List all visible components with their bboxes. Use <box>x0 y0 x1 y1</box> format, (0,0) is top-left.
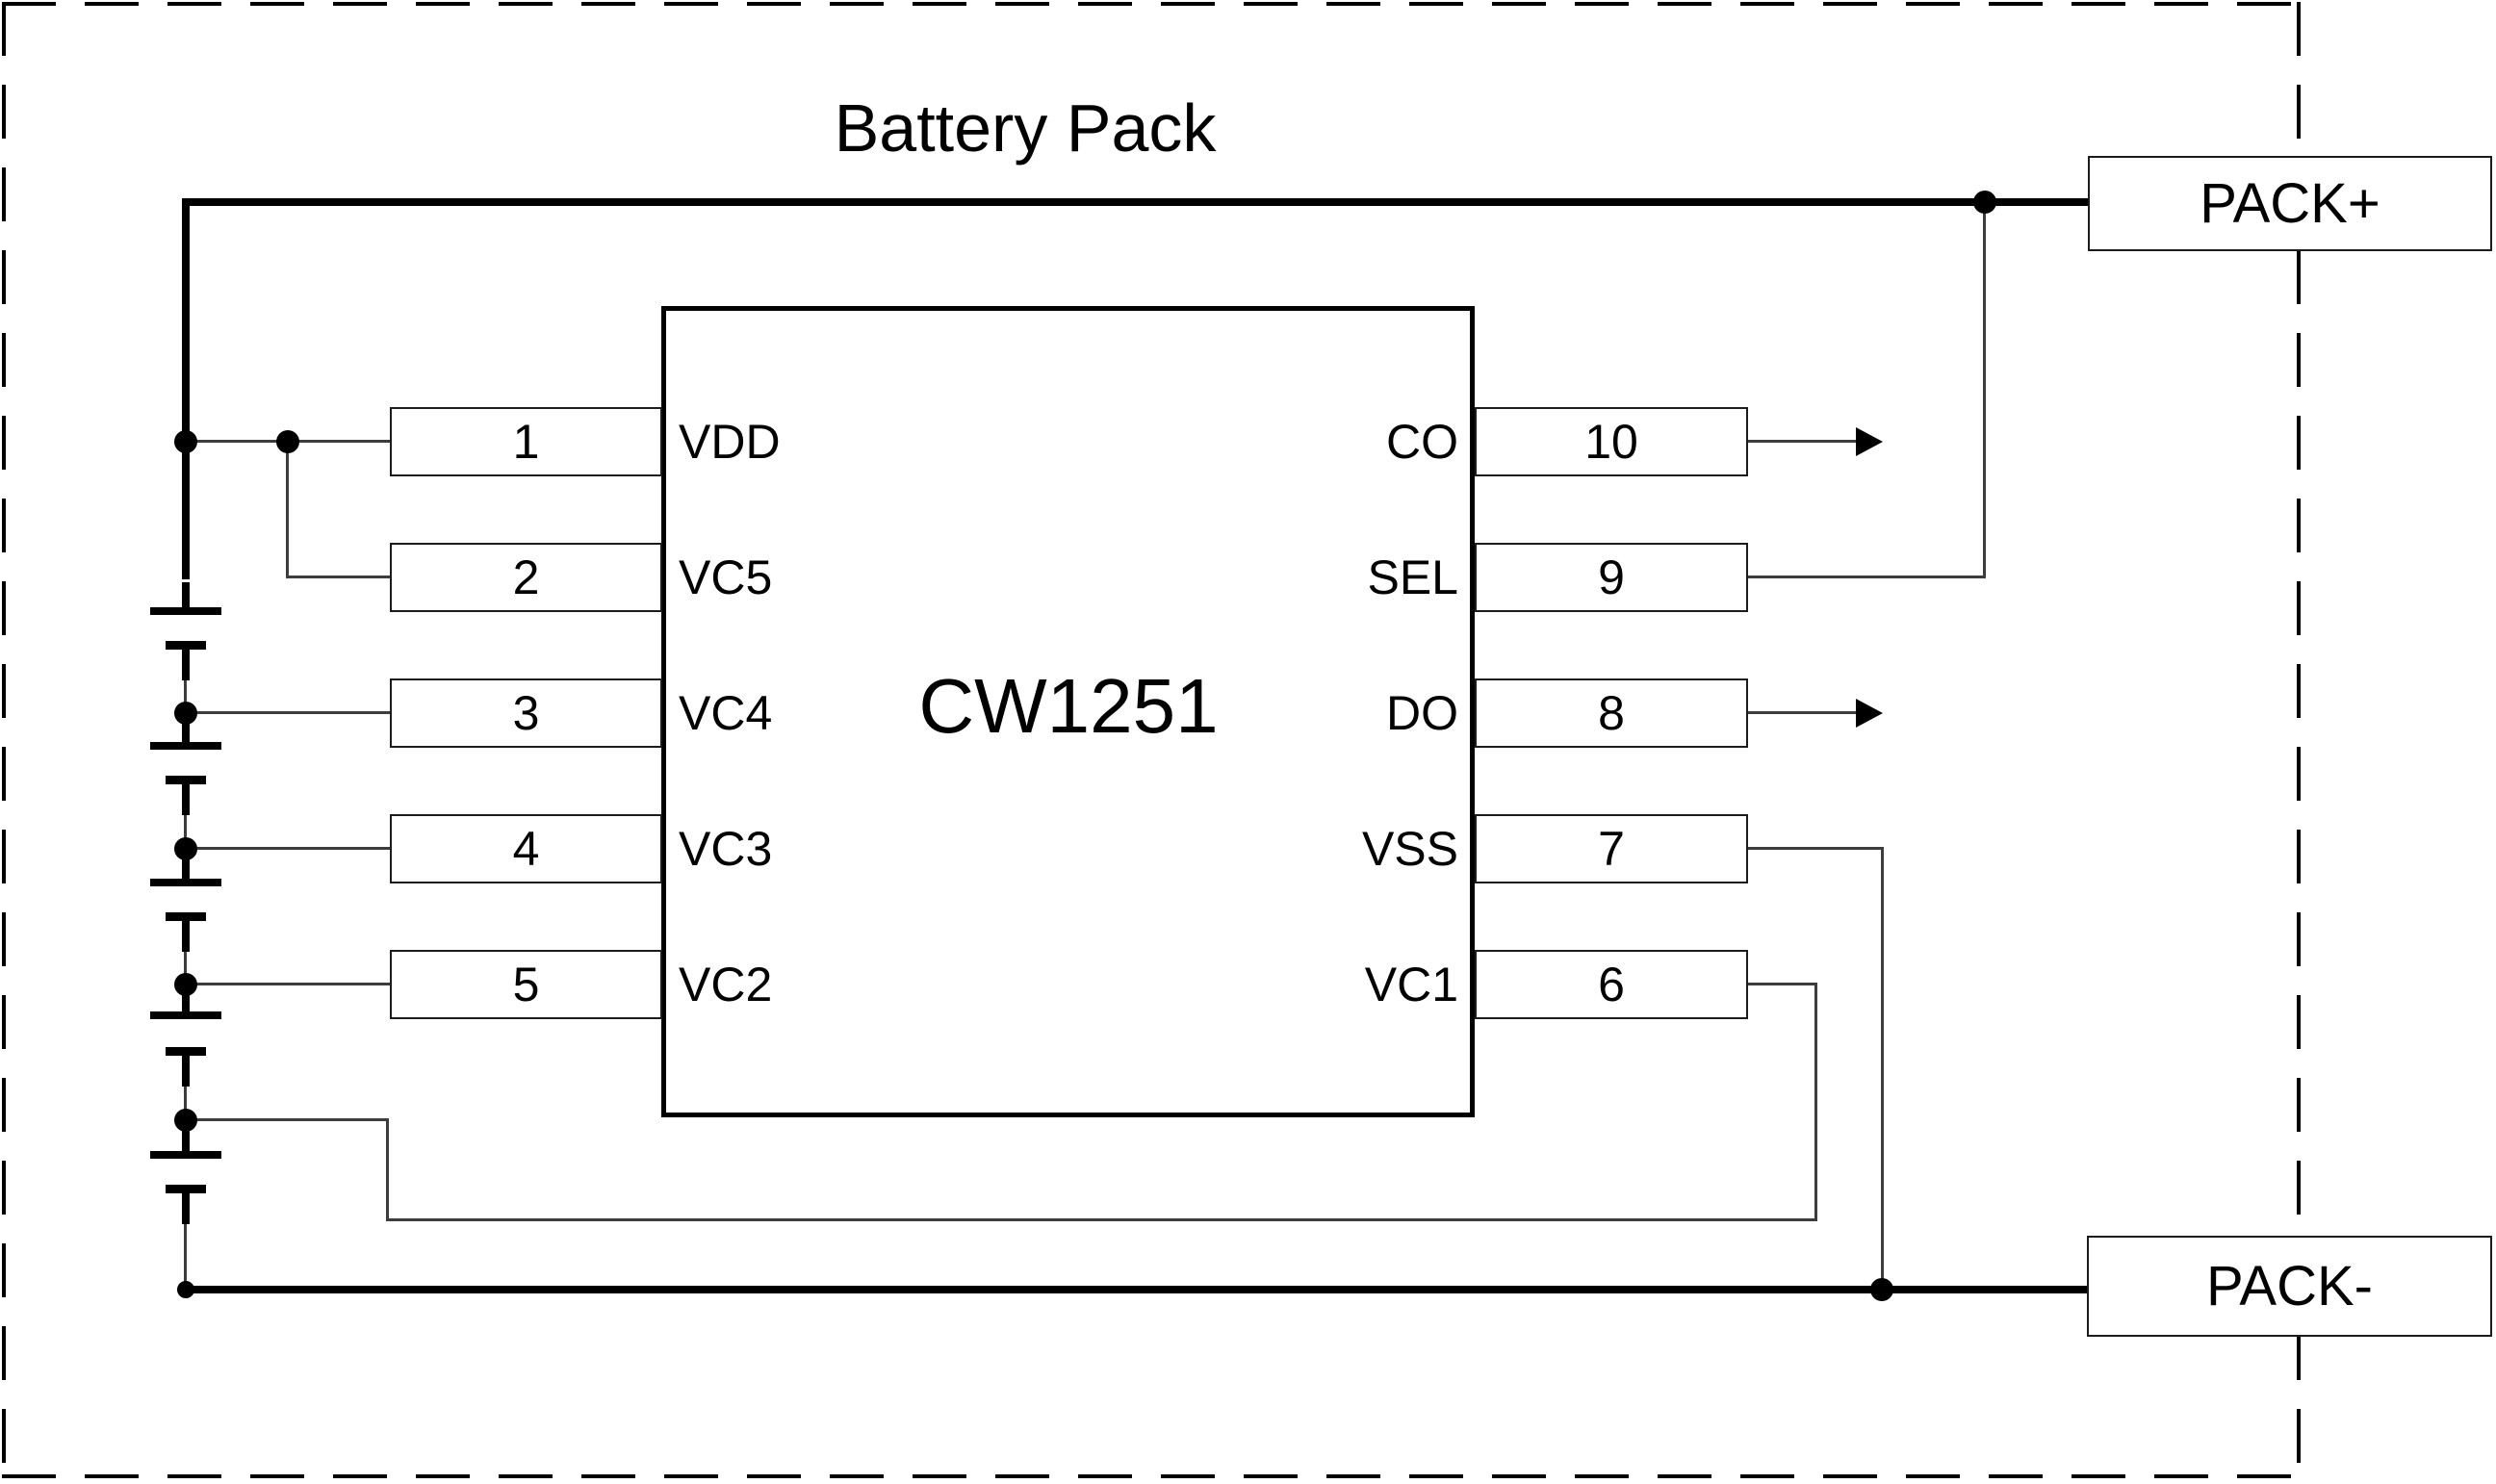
boundary-bottom-edge <box>2 1474 2301 1478</box>
cell-lead <box>182 921 190 952</box>
cell-lead <box>182 854 190 883</box>
cell-lead <box>182 1193 190 1224</box>
cell-lead <box>182 1126 190 1155</box>
wire-sel <box>1747 576 1986 578</box>
cell-lead <box>182 650 190 680</box>
pin-box-6: 6 <box>1475 950 1748 1019</box>
wire-vc1-drop <box>386 1118 389 1221</box>
diagram-title: Battery Pack <box>834 90 1217 166</box>
pin-label-vc1: VC1 <box>1364 958 1458 1011</box>
wire-vss <box>1747 847 1884 850</box>
pin-box-5: 5 <box>390 950 662 1019</box>
cell-lead <box>182 1056 190 1087</box>
cell-positive-plate <box>150 607 221 615</box>
boundary-right-edge <box>2297 2 2301 1478</box>
inter-cell-wire <box>184 784 187 883</box>
cell-negative-plate <box>166 1047 206 1056</box>
pin-box-3: 3 <box>390 678 662 748</box>
inter-cell-wire <box>184 1193 187 1290</box>
junction-vc5-tap <box>276 430 299 453</box>
do-output-arrow-icon <box>1856 699 1883 728</box>
cell-lead <box>182 784 190 815</box>
junction-vss-rail <box>1870 1278 1893 1301</box>
pin-label-vdd: VDD <box>679 415 781 469</box>
pack-minus-terminal: PACK- <box>2087 1236 2492 1337</box>
pin-box-1: 1 <box>390 407 662 476</box>
cell-negative-plate <box>166 641 206 650</box>
wire-co <box>1747 440 1858 443</box>
chip-name: CW1251 <box>918 663 1219 749</box>
wire-vc2 <box>186 983 390 985</box>
pack-plus-terminal: PACK+ <box>2088 156 2492 251</box>
pin-label-do: DO <box>1386 686 1458 740</box>
cell-positive-plate <box>150 879 221 886</box>
pin-box-10: 10 <box>1475 407 1748 476</box>
wire-vc4 <box>186 711 390 714</box>
pin-label-sel: SEL <box>1367 550 1458 604</box>
cell-lead <box>182 986 190 1015</box>
wire-vc1-bottom <box>386 1218 1817 1221</box>
inter-cell-wire <box>184 921 187 1015</box>
pin-label-vc2: VC2 <box>679 958 773 1011</box>
wire-vc1-rise <box>1814 983 1817 1221</box>
pack-minus-rail <box>182 1286 2087 1293</box>
junction-sel-rail <box>1973 191 1996 214</box>
pin-label-vc4: VC4 <box>679 686 773 740</box>
wire-vc1-tap <box>186 1118 389 1121</box>
pin-box-7: 7 <box>1475 814 1748 883</box>
wire-do <box>1747 711 1858 714</box>
wire-vc1-pin <box>1747 983 1817 985</box>
cell-positive-plate <box>150 1011 221 1019</box>
pin-label-co: CO <box>1386 415 1458 469</box>
junction-vc4-tap <box>174 702 197 725</box>
pin-label-vss: VSS <box>1361 822 1458 876</box>
cell-positive-plate <box>150 1151 221 1159</box>
wire-vss-drop <box>1881 849 1884 1290</box>
pack-plus-rail <box>182 198 2088 206</box>
cell-negative-plate <box>166 1185 206 1193</box>
wire-vc5 <box>286 576 390 578</box>
pin-label-vc5: VC5 <box>679 550 773 604</box>
junction-vc2-tap <box>174 973 197 996</box>
pin-label-vc3: VC3 <box>679 822 773 876</box>
pin-box-9: 9 <box>1475 543 1748 612</box>
wire-sel-rise <box>1983 202 1986 578</box>
junction-battery-rail <box>177 1281 194 1298</box>
pin-box-8: 8 <box>1475 678 1748 748</box>
wire-vc5-drop <box>286 442 289 577</box>
junction-vc1-tap <box>174 1109 197 1132</box>
battery-top-lead <box>182 198 190 579</box>
pin-box-2: 2 <box>390 543 662 612</box>
pin-box-4: 4 <box>390 814 662 883</box>
inter-cell-wire <box>184 650 187 746</box>
boundary-top-edge <box>2 2 2301 6</box>
wire-vc3 <box>186 847 390 850</box>
co-output-arrow-icon <box>1856 427 1883 456</box>
cell-lead <box>182 717 190 746</box>
inter-cell-wire <box>184 1056 187 1155</box>
junction-vc3-tap <box>174 837 197 860</box>
junction-vdd-tap <box>174 430 197 453</box>
cell-positive-plate <box>150 742 221 750</box>
boundary-left-edge <box>2 2 6 1478</box>
cell-negative-plate <box>166 776 206 784</box>
cell-lead <box>182 582 190 611</box>
chip-body <box>661 306 1475 1117</box>
cell-negative-plate <box>166 912 206 921</box>
